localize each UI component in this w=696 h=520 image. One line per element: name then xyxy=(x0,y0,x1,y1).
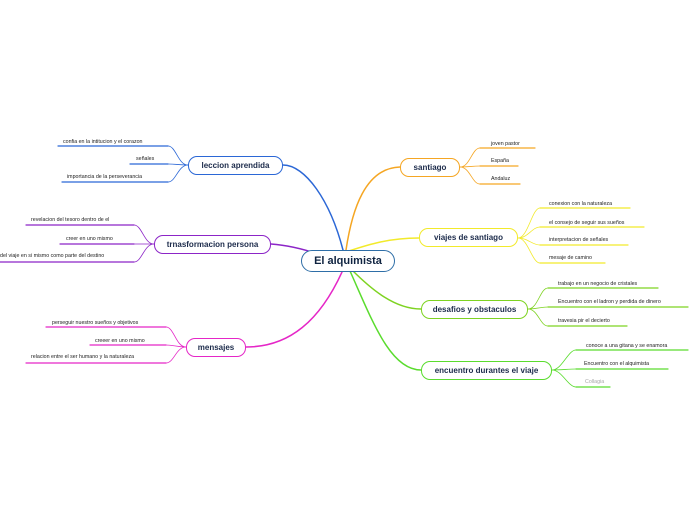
leaf-joven-pastor[interactable]: joven pastor xyxy=(491,141,520,147)
leaf-collagia[interactable]: Collagia xyxy=(585,379,605,385)
leaf-connector-santiago-0 xyxy=(459,147,481,168)
connector-encuentro xyxy=(349,270,422,371)
connector-desafios xyxy=(351,269,422,310)
connector-viajes xyxy=(348,237,420,252)
leaf-connector-encuentro-0 xyxy=(551,349,577,371)
leaf-perseguir-suenos[interactable]: perseguir nuestro sueños y objetivos xyxy=(52,320,139,326)
topic-encuentro-durantes-el-viaje[interactable]: encuentro durantes el viaje xyxy=(421,361,552,380)
leaf-connector-viajes-3 xyxy=(517,237,541,264)
leaf-conexion-naturaleza[interactable]: conexion con la naturaleza xyxy=(549,201,613,207)
leaf-connector-encuentro-2 xyxy=(551,369,577,388)
connector-santiago xyxy=(345,166,401,251)
leaf-ladron-dinero[interactable]: Encuentro con el ladron y perdida de din… xyxy=(558,299,661,305)
leaf-perseverancia[interactable]: importancia de la perseverancia xyxy=(67,174,143,180)
leaf-connector-viajes-1 xyxy=(517,226,541,239)
leaf-ser-humano-naturaleza[interactable]: relacion entre el ser humano y la natura… xyxy=(31,354,135,360)
leaf-connector-santiago-2 xyxy=(459,166,481,185)
topic-leccion-aprendida[interactable]: leccion aprendida xyxy=(188,156,283,175)
topic-trnasformacion-persona[interactable]: trnasformacion persona xyxy=(154,235,271,254)
leaf-travesia-decierto[interactable]: travesia pir el decierto xyxy=(558,318,610,324)
topic-desafios-y-obstaculos[interactable]: desafios y obstaculos xyxy=(421,300,528,319)
central-topic[interactable]: El alquimista xyxy=(301,250,395,272)
leaf-andaluz[interactable]: Andaluz xyxy=(491,176,511,182)
leaf-connector-desafios-2 xyxy=(527,308,549,327)
leaf-trabajo-cristales[interactable]: trabajo en un negocio de cristales xyxy=(558,281,638,287)
topic-mensajes[interactable]: mensajes xyxy=(186,338,246,357)
leaf-connector-mensajes-2 xyxy=(165,346,187,364)
leaf-interpretacion-senales[interactable]: interpretacion de señales xyxy=(549,237,609,243)
leaf-connector-trnasformacion-2 xyxy=(133,243,155,263)
leaf-senales[interactable]: señales xyxy=(136,156,155,162)
leaf-confia-intitucion[interactable]: confia en la intitucion y el corazon xyxy=(63,139,143,145)
connector-leccion xyxy=(282,164,344,251)
leaf-creeer-uno-mismo[interactable]: creeer en uno mismo xyxy=(95,338,145,344)
leaf-creer-uno-mismo[interactable]: creer en uno mismo xyxy=(66,236,113,242)
leaf-consejo-suenos[interactable]: el consejo de seguir sus sueños xyxy=(549,220,625,226)
leaf-revelacion-tesoro[interactable]: revelacion del tesoro dentro de el xyxy=(31,217,110,223)
leaf-viaje-destino[interactable]: del viaje en si mismo como parte del des… xyxy=(0,253,105,259)
leaf-connector-leccion-0 xyxy=(167,145,189,166)
leaf-gitana[interactable]: conoce a una gitana y se enamora xyxy=(586,343,668,349)
leaf-connector-mensajes-0 xyxy=(165,326,187,348)
leaf-connector-leccion-2 xyxy=(167,164,189,183)
leaf-connector-viajes-0 xyxy=(517,207,541,239)
topic-viajes-de-santiago[interactable]: viajes de santiago xyxy=(419,228,518,247)
leaf-connector-desafios-0 xyxy=(527,287,549,310)
leaf-connector-trnasformacion-0 xyxy=(133,224,155,245)
connector-mensajes xyxy=(245,271,343,348)
topic-santiago[interactable]: santiago xyxy=(400,158,460,177)
leaf-encuentro-alquimista[interactable]: Encuentro con el alquimista xyxy=(584,361,650,367)
leaf-espana[interactable]: España xyxy=(491,158,509,164)
leaf-mesaje-camino[interactable]: mesaje de camino xyxy=(549,255,592,261)
